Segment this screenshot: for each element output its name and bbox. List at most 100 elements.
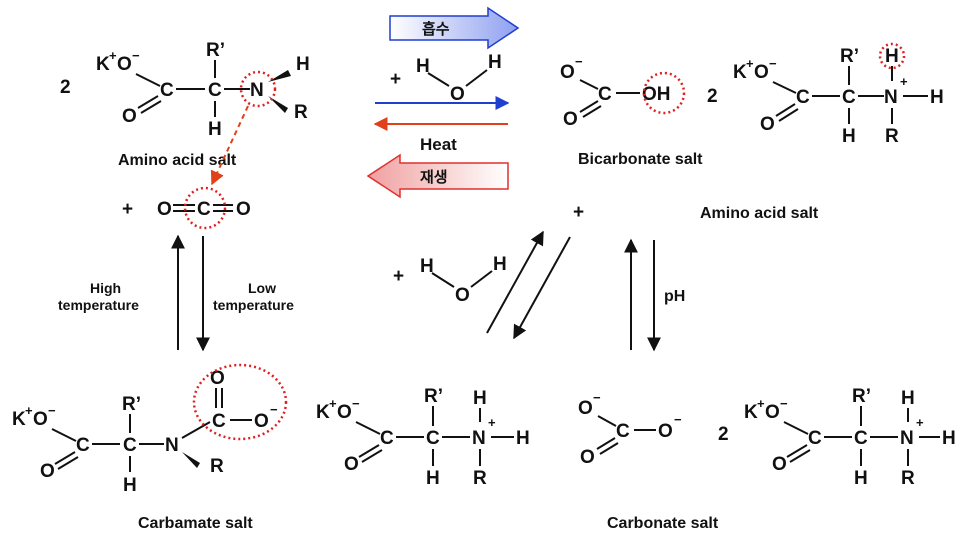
oxygen: O <box>560 62 575 83</box>
regeneration-label: 재생 <box>420 168 448 186</box>
oxygen: O <box>772 454 787 475</box>
heat-label: Heat <box>420 135 457 154</box>
oxygen: O <box>40 461 55 482</box>
carbon: C <box>76 435 90 456</box>
charge: − <box>593 390 601 405</box>
carbon: C <box>208 80 222 101</box>
hydrogen: H <box>854 468 868 489</box>
hydrogen: H <box>942 428 956 449</box>
oxygen: O <box>760 114 775 135</box>
r-prime: R’ <box>424 386 443 407</box>
hydrogen: H <box>901 388 915 409</box>
proton-highlight <box>878 42 906 70</box>
label-carbonate-salt: Carbonate salt <box>607 515 719 532</box>
hydrogen: H <box>493 254 507 275</box>
carbon-highlight <box>183 186 227 230</box>
carbon: C <box>854 428 868 449</box>
plus-sign: + <box>390 69 401 90</box>
oxygen: O <box>563 109 578 130</box>
r-prime: R’ <box>122 394 141 415</box>
diagonal-arrow-down <box>513 236 571 340</box>
charge: − <box>780 396 788 411</box>
carbon: C <box>123 435 137 456</box>
hydrogen: H <box>416 56 430 77</box>
nucleophilic-attack-arrow <box>210 105 249 186</box>
label-amino-acid-salt-top: Amino acid salt <box>118 152 237 169</box>
r-group: R <box>294 102 308 123</box>
coefficient: 2 <box>707 86 718 107</box>
carbon: C <box>598 84 612 105</box>
nitrogen: N <box>884 87 898 108</box>
plus-sign: + <box>573 202 584 223</box>
hydroxyl: OH <box>642 84 671 105</box>
charge: + <box>757 396 765 411</box>
potassium: K <box>744 402 758 423</box>
charge: − <box>132 48 140 63</box>
charge: + <box>916 415 924 430</box>
oxygen: O <box>117 54 132 75</box>
high-temperature-label-line2: temperature <box>58 297 139 313</box>
nitrogen: N <box>165 435 179 456</box>
nitrogen: N <box>250 80 264 101</box>
plus-sign: + <box>122 199 133 220</box>
oxygen: O <box>765 402 780 423</box>
water-top: + H O H <box>390 52 502 105</box>
charge: + <box>900 74 908 89</box>
charge: + <box>25 403 33 418</box>
coefficient: 2 <box>60 77 71 98</box>
oxygen: O <box>450 84 465 105</box>
r-prime: R’ <box>840 46 859 67</box>
hydrogen: H <box>473 388 487 409</box>
hydrogen: H <box>296 54 310 75</box>
carbonate-structure: O − C O O − <box>578 390 682 468</box>
carbon: C <box>842 87 856 108</box>
r-group: R <box>901 468 915 489</box>
r-prime: R’ <box>852 386 871 407</box>
oxygen: O <box>210 368 225 389</box>
charge: + <box>746 56 754 71</box>
regeneration-block-arrow: 재생 <box>366 153 509 199</box>
carbon: C <box>426 428 440 449</box>
hydrogen: H <box>488 52 502 73</box>
carbon: C <box>796 87 810 108</box>
oxygen: O <box>254 411 269 432</box>
charge: − <box>674 412 682 427</box>
oxygen: O <box>122 106 137 127</box>
hydrogen: H <box>123 475 137 496</box>
oxygen: O <box>658 421 673 442</box>
hydroxyl-highlight <box>642 71 686 115</box>
oxygen: O <box>236 199 251 220</box>
potassium: K <box>316 402 330 423</box>
hydrogen: H <box>885 46 899 67</box>
low-temperature-label-line2: temperature <box>213 297 294 313</box>
oxygen: O <box>754 62 769 83</box>
hydrogen: H <box>426 468 440 489</box>
potassium: K <box>12 409 26 430</box>
charge: + <box>488 415 496 430</box>
hydrogen: H <box>516 428 530 449</box>
carboxylate-highlight <box>192 363 288 441</box>
potassium: K <box>733 62 747 83</box>
high-temperature-label-line1: High <box>90 280 121 296</box>
protonated-amino-acid-bottom-right: 2 K + O − C O C R’ H N + H H R <box>718 386 956 489</box>
hydrogen: H <box>930 87 944 108</box>
r-group: R <box>885 126 899 147</box>
protonated-amino-acid-top: 2 K + O − C O C R’ H N + H H R <box>707 42 944 147</box>
carbamate-structure: K + O − C O C R’ H N R C O O − <box>12 363 288 496</box>
nitrogen: N <box>900 428 914 449</box>
carbon: C <box>160 80 174 101</box>
r-group: R <box>210 456 224 477</box>
charge: − <box>270 402 278 417</box>
charge: + <box>109 48 117 63</box>
carbon: C <box>380 428 394 449</box>
low-temperature-label-line1: Low <box>248 280 276 296</box>
oxygen: O <box>33 409 48 430</box>
potassium: K <box>96 54 110 75</box>
nitrogen-highlight <box>239 70 277 108</box>
charge: + <box>329 396 337 411</box>
protonated-amino-acid-bottom-center: K + O − C O C R’ H N + H H R <box>316 386 530 489</box>
ph-label: pH <box>664 288 685 305</box>
plus-sign: + <box>393 266 404 287</box>
carbon: C <box>616 421 630 442</box>
